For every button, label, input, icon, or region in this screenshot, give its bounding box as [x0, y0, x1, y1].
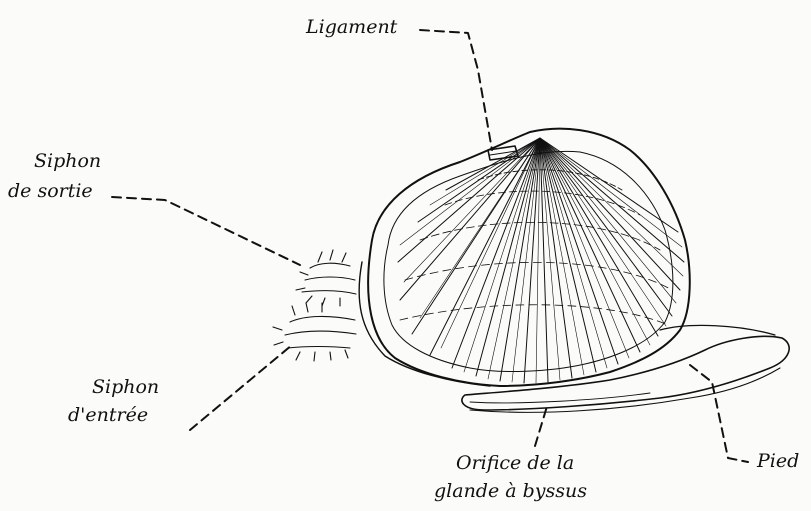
exhalant-siphon — [296, 250, 356, 306]
inhalant-siphon — [273, 303, 356, 361]
leader-orifice — [535, 403, 548, 446]
shell-mantle-edge — [359, 262, 490, 386]
foot-outline — [462, 336, 789, 410]
label-siphon-entree-line1: Siphon — [92, 376, 159, 398]
label-ligament: Ligament — [306, 16, 397, 38]
label-orifice-line2: glande à byssus — [434, 480, 587, 502]
label-orifice-line1: Orifice de la — [456, 452, 574, 474]
label-siphon-entree-line2: d'entrée — [68, 404, 148, 426]
label-siphon-sortie-line1: Siphon — [34, 150, 101, 172]
leader-siphon-entree — [190, 345, 292, 430]
label-siphon-sortie-line2: de sortie — [8, 180, 93, 202]
leader-ligament — [420, 30, 492, 150]
leader-siphon-sortie — [112, 197, 300, 265]
shell-inner-margin — [384, 151, 673, 371]
label-pied: Pied — [757, 450, 799, 472]
